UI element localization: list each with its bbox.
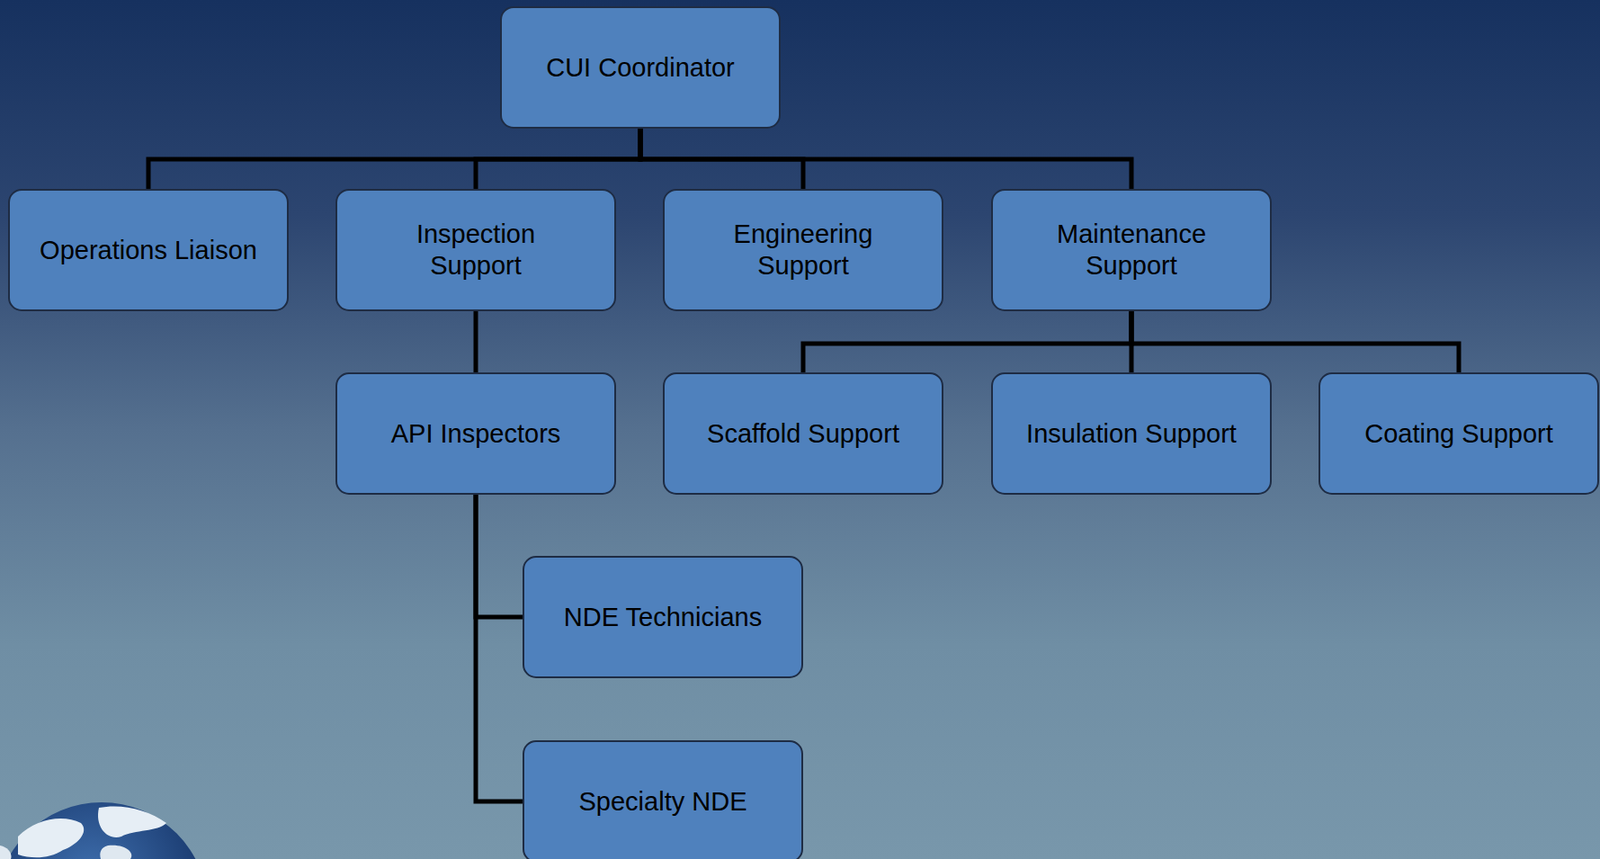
node-label: Inspection Support bbox=[372, 218, 580, 282]
globe-land bbox=[99, 845, 132, 859]
org-connector bbox=[473, 311, 479, 373]
org-box: Engineering Support bbox=[662, 188, 944, 312]
org-box: Coating Support bbox=[1318, 372, 1600, 495]
org-box: Maintenance Support bbox=[991, 188, 1272, 312]
org-box: Scaffold Support bbox=[662, 372, 944, 495]
org-box: CUI Coordinator bbox=[500, 6, 781, 129]
org-connector bbox=[640, 128, 1132, 189]
node-label: Operations Liaison bbox=[30, 234, 267, 267]
node-label: Maintenance Support bbox=[1027, 218, 1235, 282]
node-label: CUI Coordinator bbox=[536, 52, 744, 84]
node-label: API Inspectors bbox=[382, 418, 571, 450]
globe bbox=[0, 802, 208, 859]
org-connector bbox=[475, 128, 641, 189]
org-box: Insulation Support bbox=[991, 372, 1272, 495]
node-label: Specialty NDE bbox=[570, 786, 757, 818]
node-label: Coating Support bbox=[1355, 418, 1563, 450]
globe-land bbox=[17, 818, 84, 858]
org-connector bbox=[1131, 311, 1459, 373]
node-label: NDE Technicians bbox=[554, 601, 771, 634]
org-box: Operations Liaison bbox=[8, 188, 289, 312]
globe-land bbox=[98, 805, 167, 838]
org-connector bbox=[803, 311, 1132, 373]
org-box: NDE Technicians bbox=[522, 555, 804, 679]
node-label: Engineering Support bbox=[699, 218, 907, 282]
node-label: Insulation Support bbox=[1017, 418, 1246, 450]
org-connector bbox=[148, 128, 641, 189]
org-box: API Inspectors bbox=[335, 372, 617, 495]
org-box: Inspection Support bbox=[335, 188, 617, 312]
globe-land bbox=[0, 845, 12, 859]
node-label: Scaffold Support bbox=[697, 418, 909, 450]
org-connector bbox=[475, 494, 523, 617]
org-box: Specialty NDE bbox=[522, 740, 804, 859]
org-connector bbox=[475, 494, 523, 802]
